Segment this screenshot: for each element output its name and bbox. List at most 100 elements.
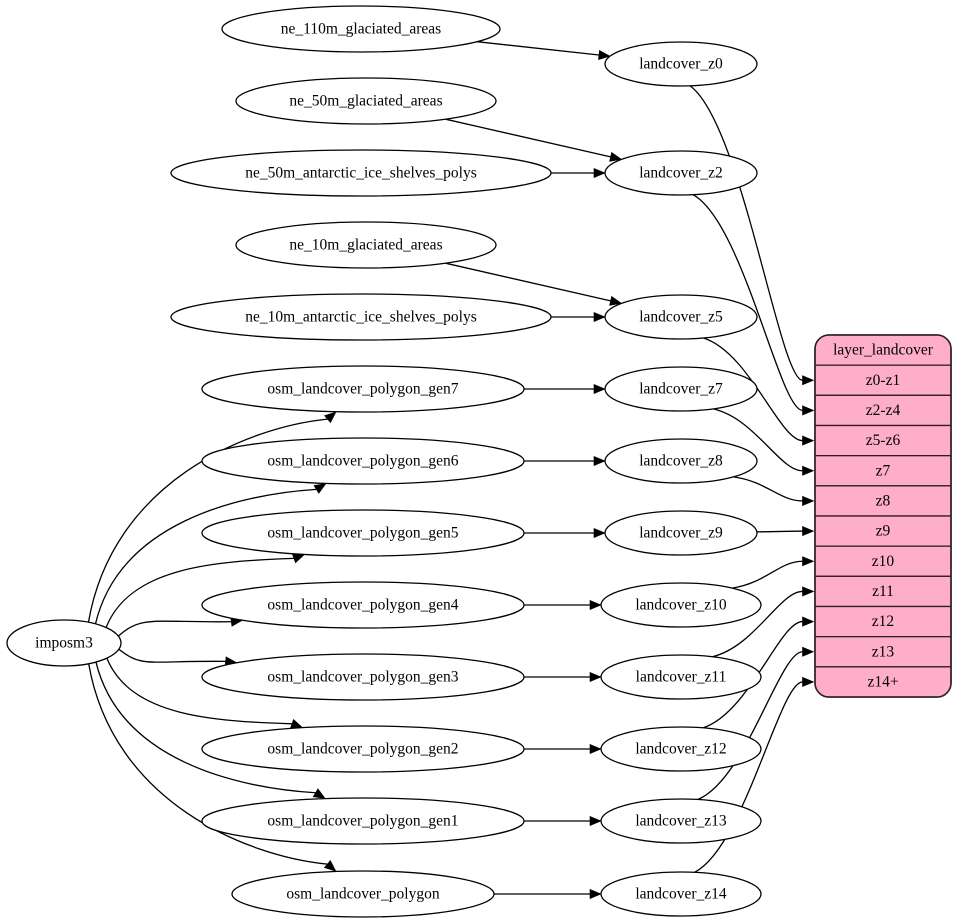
node-landcover_z9[interactable]: landcover_z9 xyxy=(604,510,758,556)
node-ne_50m_glaciated_areas[interactable]: ne_50m_glaciated_areas xyxy=(235,77,497,125)
layer-table-row-label-z14+: z14+ xyxy=(867,673,898,690)
edges-layer xyxy=(87,41,815,900)
node-label-landcover_z0: landcover_z0 xyxy=(639,56,723,73)
node-ne_10m_glaciated_areas[interactable]: ne_10m_glaciated_areas xyxy=(235,221,497,269)
layer-table-row-z9[interactable] xyxy=(815,515,951,547)
node-label-osm_landcover_polygon: osm_landcover_polygon xyxy=(286,886,440,903)
node-label-osm_landcover_polygon_gen3: osm_landcover_polygon_gen3 xyxy=(267,669,458,686)
layer-table-row-z12[interactable] xyxy=(815,605,951,638)
node-label-osm_landcover_polygon_gen2: osm_landcover_polygon_gen2 xyxy=(267,741,458,758)
node-landcover_z0[interactable]: landcover_z0 xyxy=(604,41,758,87)
node-landcover_z7[interactable]: landcover_z7 xyxy=(604,366,758,412)
edge-imposm3-to-osm_landcover_polygon_gen7 xyxy=(87,411,337,623)
node-label-landcover_z13: landcover_z13 xyxy=(635,813,726,830)
edge-ne_110m_glaciated_areas-to-landcover_z0 xyxy=(476,41,611,61)
node-label-osm_landcover_polygon_gen6: osm_landcover_polygon_gen6 xyxy=(267,453,458,470)
edge-osm_landcover_polygon_gen7-to-landcover_z7 xyxy=(524,383,606,395)
layer-table-row-label-z5-z6: z5-z6 xyxy=(866,432,901,449)
edge-landcover_z7-to-layer_landcover_z7 xyxy=(713,408,815,476)
node-landcover_z10[interactable]: landcover_z10 xyxy=(600,582,762,628)
node-landcover_z13[interactable]: landcover_z13 xyxy=(600,798,762,844)
edge-imposm3-to-osm_landcover_polygon_gen3 xyxy=(118,648,238,667)
node-landcover_z11[interactable]: landcover_z11 xyxy=(600,654,762,700)
edge-landcover_z10-to-layer_landcover_z10 xyxy=(732,556,815,589)
edge-imposm3-to-osm_landcover_polygon_gen1 xyxy=(95,661,326,799)
layer-landcover-table[interactable]: layer_landcover z0-z1 z2-z4 z5-z6 z7 z8 z9 z10 z… xyxy=(814,334,952,698)
edge-landcover_z8-to-layer_landcover_z8 xyxy=(733,476,815,506)
edge-imposm3-to-osm_landcover_polygon xyxy=(88,663,337,872)
nodes-layer: imposm3 ne_110m_glaciated_areas ne_50m_gla… xyxy=(6,5,762,918)
layer-table-row-label-z12: z12 xyxy=(872,613,894,630)
node-label-osm_landcover_polygon_gen1: osm_landcover_polygon_gen1 xyxy=(267,813,458,830)
edge-ne_10m_antarctic_ice_shelves_polys-to-landcover_z5 xyxy=(551,311,606,323)
node-osm_landcover_polygon_gen3[interactable]: osm_landcover_polygon_gen3 xyxy=(201,653,525,701)
layer-table-row-label-z7: z7 xyxy=(876,462,891,479)
edge-landcover_z14-to-layer_landcover_z14_ xyxy=(694,676,815,873)
edge-landcover_z0-to-layer_landcover_z0-z1 xyxy=(689,85,815,386)
node-label-landcover_z9: landcover_z9 xyxy=(639,525,723,542)
node-label-landcover_z12: landcover_z12 xyxy=(635,741,726,758)
edge-imposm3-to-osm_landcover_polygon_gen4 xyxy=(117,616,243,637)
node-landcover_z14[interactable]: landcover_z14 xyxy=(600,871,762,917)
edge-osm_landcover_polygon-to-landcover_z14 xyxy=(494,888,602,900)
edge-landcover_z13-to-layer_landcover_z13 xyxy=(697,646,815,801)
node-landcover_z5[interactable]: landcover_z5 xyxy=(604,294,758,340)
edge-ne_50m_glaciated_areas-to-landcover_z2 xyxy=(445,118,623,162)
edge-landcover_z9-to-layer_landcover_z9 xyxy=(756,526,815,537)
node-osm_landcover_polygon[interactable]: osm_landcover_polygon xyxy=(231,870,495,918)
node-ne_110m_glaciated_areas[interactable]: ne_110m_glaciated_areas xyxy=(221,5,501,53)
edge-landcover_z2-to-layer_landcover_z2-z4 xyxy=(692,194,815,416)
node-osm_landcover_polygon_gen5[interactable]: osm_landcover_polygon_gen5 xyxy=(201,509,525,557)
node-ne_50m_antarctic_ice_shelves_polys[interactable]: ne_50m_antarctic_ice_shelves_polys xyxy=(170,149,552,197)
node-landcover_z8[interactable]: landcover_z8 xyxy=(604,438,758,484)
edge-landcover_z11-to-layer_landcover_z11 xyxy=(712,586,815,658)
layer-table-row-z13[interactable] xyxy=(815,636,951,668)
node-label-landcover_z8: landcover_z8 xyxy=(639,453,723,470)
layer-table-row-label-z8: z8 xyxy=(876,492,891,509)
node-osm_landcover_polygon_gen4[interactable]: osm_landcover_polygon_gen4 xyxy=(201,581,525,629)
layer-table-row-label-z11: z11 xyxy=(872,583,894,600)
node-label-ne_110m_glaciated_areas: ne_110m_glaciated_areas xyxy=(281,21,441,38)
node-label-osm_landcover_polygon_gen7: osm_landcover_polygon_gen7 xyxy=(267,381,458,398)
layer-table-row-z11[interactable] xyxy=(815,575,951,608)
layer-table-row-label-z13: z13 xyxy=(872,643,895,660)
layer-table-row-label-z10: z10 xyxy=(872,553,895,570)
node-osm_landcover_polygon_gen6[interactable]: osm_landcover_polygon_gen6 xyxy=(201,437,525,485)
edge-osm_landcover_polygon_gen1-to-landcover_z13 xyxy=(524,815,602,827)
edge-osm_landcover_polygon_gen6-to-landcover_z8 xyxy=(524,455,606,467)
edge-osm_landcover_polygon_gen3-to-landcover_z11 xyxy=(524,671,602,683)
edge-osm_landcover_polygon_gen5-to-landcover_z9 xyxy=(524,527,606,539)
node-osm_landcover_polygon_gen2[interactable]: osm_landcover_polygon_gen2 xyxy=(201,725,525,773)
layer-table-row-label-z0-z1: z0-z1 xyxy=(866,372,900,389)
layer-table-header-label: layer_landcover xyxy=(833,342,934,359)
node-imposm3[interactable]: imposm3 xyxy=(6,619,122,667)
node-label-osm_landcover_polygon_gen4: osm_landcover_polygon_gen4 xyxy=(267,597,458,614)
node-landcover_z2[interactable]: landcover_z2 xyxy=(604,150,758,196)
layer-table-row-z2-z4[interactable] xyxy=(815,394,951,427)
node-ne_10m_antarctic_ice_shelves_polys[interactable]: ne_10m_antarctic_ice_shelves_polys xyxy=(170,293,552,341)
node-osm_landcover_polygon_gen1[interactable]: osm_landcover_polygon_gen1 xyxy=(201,797,525,845)
edge-landcover_z5-to-layer_landcover_z5-z6 xyxy=(703,337,815,446)
node-label-landcover_z11: landcover_z11 xyxy=(636,669,727,686)
edge-osm_landcover_polygon_gen4-to-landcover_z10 xyxy=(524,599,602,611)
edge-osm_landcover_polygon_gen2-to-landcover_z12 xyxy=(524,743,602,755)
node-label-ne_50m_antarctic_ice_shelves_polys: ne_50m_antarctic_ice_shelves_polys xyxy=(245,165,477,182)
node-label-landcover_z10: landcover_z10 xyxy=(635,597,726,614)
node-label-landcover_z2: landcover_z2 xyxy=(639,165,723,182)
node-label-ne_10m_glaciated_areas: ne_10m_glaciated_areas xyxy=(289,237,442,254)
node-osm_landcover_polygon_gen7[interactable]: osm_landcover_polygon_gen7 xyxy=(201,365,525,413)
edge-ne_10m_glaciated_areas-to-landcover_z5 xyxy=(445,262,623,306)
layer-table-row-z7[interactable] xyxy=(815,455,951,487)
edge-ne_50m_antarctic_ice_shelves_polys-to-landcover_z2 xyxy=(551,167,606,179)
edge-landcover_z12-to-layer_landcover_z12 xyxy=(702,616,815,729)
node-label-imposm3: imposm3 xyxy=(35,635,93,652)
layer-table-row-label-z2-z4: z2-z4 xyxy=(866,402,901,419)
layer-table-row-label-z9: z9 xyxy=(876,523,891,540)
layer-table-row-z5-z6[interactable] xyxy=(815,424,951,457)
node-landcover_z12[interactable]: landcover_z12 xyxy=(600,726,762,772)
node-label-osm_landcover_polygon_gen5: osm_landcover_polygon_gen5 xyxy=(267,525,458,542)
node-label-landcover_z14: landcover_z14 xyxy=(635,886,726,903)
node-label-landcover_z5: landcover_z5 xyxy=(639,309,723,326)
